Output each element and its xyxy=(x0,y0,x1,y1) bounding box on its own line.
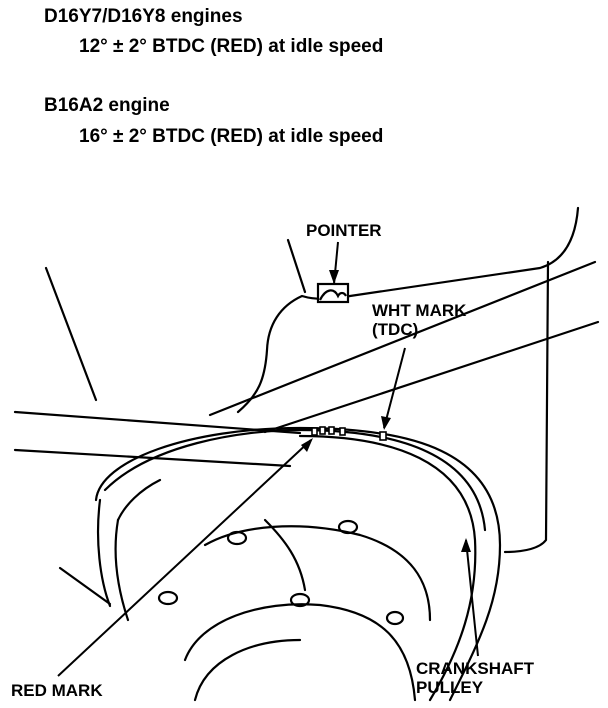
engine-block-right-edge xyxy=(503,260,550,554)
crankshaft-callout-line xyxy=(465,539,479,657)
crankshaft-label-line2: PULLEY xyxy=(416,677,484,697)
pulley-web-line xyxy=(263,518,307,592)
wht-mark-arrowhead xyxy=(381,416,391,430)
red-mark-arrowhead xyxy=(301,438,313,452)
crankshaft-pulley-label: CRANKSHAFT PULLEY xyxy=(416,659,535,697)
red-mark-tick-2 xyxy=(319,426,326,435)
belt-upper-bottom xyxy=(13,448,292,468)
spec-title-d16: D16Y7/D16Y8 engines xyxy=(44,6,243,27)
crankshaft-arrowhead xyxy=(461,538,471,552)
red-mark-tick-3 xyxy=(328,426,335,435)
pointer-label: POINTER xyxy=(306,221,382,240)
red-mark-tick-4 xyxy=(339,427,346,436)
bolt-hole-2 xyxy=(337,519,359,535)
red-mark-tick-1 xyxy=(311,427,318,436)
wht-mark-callout-line xyxy=(383,347,406,429)
pointer-bracket xyxy=(286,238,307,294)
wht-mark-tick xyxy=(379,431,387,441)
pulley-rim-3 xyxy=(298,434,477,702)
pointer-icon xyxy=(316,282,350,304)
pulley-left-edge-2 xyxy=(114,518,130,622)
wht-mark-label-line2: (TDC) xyxy=(372,319,419,339)
pulley-rim-4 xyxy=(116,478,162,522)
bolt-hole-3 xyxy=(289,592,311,608)
pulley-hub-arc-inner xyxy=(193,638,302,702)
bolt-hole-1 xyxy=(226,530,248,546)
housing-left-line xyxy=(44,266,98,402)
housing-left-lower xyxy=(58,566,112,606)
belt-diagonal-top xyxy=(208,260,597,417)
red-mark-callout-line xyxy=(57,439,312,677)
bolt-hole-4 xyxy=(157,590,179,606)
spec-value-b16: 16° ± 2° BTDC (RED) at idle speed xyxy=(79,126,384,147)
spec-value-d16: 12° ± 2° BTDC (RED) at idle speed xyxy=(79,36,384,57)
bolt-hole-5 xyxy=(385,610,405,626)
pointer-arrowhead xyxy=(329,270,339,284)
pulley-face-contour xyxy=(203,525,432,622)
spec-title-b16: B16A2 engine xyxy=(44,95,170,116)
wht-mark-label: WHT MARK (TDC) xyxy=(372,301,467,339)
crankshaft-label-line1: CRANKSHAFT xyxy=(416,659,535,678)
red-mark-label: RED MARK xyxy=(11,681,103,700)
pulley-left-edge xyxy=(96,498,112,608)
belt-diagonal-bottom xyxy=(263,320,600,434)
pulley-rim-outer xyxy=(94,426,502,702)
pulley-hub-arc xyxy=(183,603,417,702)
engine-block-outline xyxy=(236,206,580,414)
pulley-rim-2 xyxy=(103,428,487,532)
wht-mark-label-line1: WHT MARK xyxy=(372,301,467,320)
